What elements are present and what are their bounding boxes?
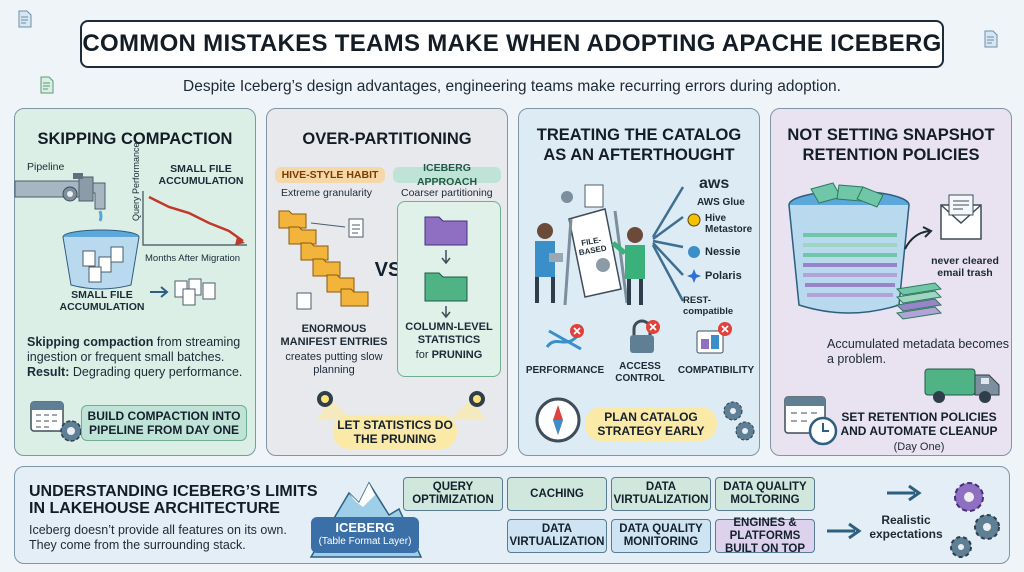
snapshot-description: Accumulated metadata becomes a problem. bbox=[827, 337, 1010, 366]
manifest-subtitle: creates putting slow planning bbox=[285, 351, 383, 376]
tag-hive-style: HIVE-STYLE HABIT bbox=[275, 167, 385, 183]
panel-catalog-afterthought: TREATING THE CATALOG AS AN AFTERTHOUGHT … bbox=[518, 108, 760, 456]
section-desc-line2: They come from the surrounding stack. bbox=[29, 538, 246, 552]
feature-data-quality-monitoring: DATA QUALITY MONITORING bbox=[611, 519, 711, 553]
aws-logo: aws bbox=[699, 175, 730, 192]
panel-title-line1: NOT SETTING SNAPSHOT bbox=[787, 126, 995, 144]
document-icon bbox=[18, 10, 32, 28]
panel-over-partitioning: OVER-PARTITIONING HIVE-STYLE HABIT Extre… bbox=[266, 108, 508, 456]
document-icon bbox=[40, 76, 54, 94]
arrow-curve-icon bbox=[904, 226, 933, 250]
performance-icon bbox=[545, 324, 584, 351]
compaction-description: Skipping compaction from streaming inges… bbox=[27, 335, 241, 364]
feature-query-optimization: QUERY OPTIMIZATION bbox=[403, 477, 503, 511]
iceberg-layer-label: ICEBERG (Table Format Layer) bbox=[311, 517, 419, 553]
document-icon bbox=[984, 30, 998, 48]
tag-iceberg-approach: ICEBERG APPROACH bbox=[393, 162, 501, 188]
compatibility-icon bbox=[696, 322, 732, 354]
spotlight-icon bbox=[451, 391, 485, 419]
panel-title: SKIPPING COMPACTION bbox=[37, 130, 233, 148]
iceberg-limits-section: UNDERSTANDING ICEBERG’S LIMITS IN LAKEHO… bbox=[14, 466, 1010, 564]
action-plan-catalog: PLAN CATALOG STRATEGY EARLY bbox=[585, 407, 717, 441]
arrow-right-icon bbox=[827, 522, 862, 540]
stacked-sheets-icon bbox=[895, 282, 943, 320]
compass-icon bbox=[535, 397, 581, 443]
iceberg-subtitle: Coarser partitioning bbox=[401, 187, 493, 199]
section-title-line2: IN LAKEHOUSE ARCHITECTURE bbox=[29, 500, 280, 517]
polaris-icon bbox=[687, 269, 701, 283]
feature-caching: CACHING bbox=[507, 477, 607, 511]
pipeline-label: Pipeline bbox=[27, 161, 65, 173]
panel-title: OVER-PARTITIONING bbox=[302, 130, 472, 148]
vs-label: VS bbox=[374, 259, 402, 281]
bee-icon bbox=[687, 213, 701, 227]
outcome-label: Realistic expectations bbox=[869, 513, 943, 541]
email-icon bbox=[940, 194, 982, 240]
chart-xlabel: Months After Migration bbox=[145, 253, 241, 264]
panel-skipping-compaction: SKIPPING COMPACTION Pipeline SMALL FILE … bbox=[14, 108, 256, 456]
gears-icon bbox=[950, 482, 1000, 558]
action-let-statistics: LET STATISTICS DO THE PRUNING bbox=[333, 415, 457, 449]
arrow-right-icon bbox=[887, 484, 922, 502]
trash-bin-icon bbox=[788, 182, 910, 314]
folder-green-icon bbox=[424, 272, 468, 302]
feature-data-quality: DATA QUALITY MOLTORING bbox=[715, 477, 815, 511]
arrow-down-icon bbox=[441, 306, 451, 319]
gear-icon bbox=[62, 186, 78, 202]
action-build-compaction: BUILD COMPACTION INTO PIPELINE FROM DAY … bbox=[81, 405, 247, 441]
manifest-title: ENORMOUS MANIFEST ENTRIES bbox=[280, 323, 388, 348]
catalog-rest: REST-compatible bbox=[683, 295, 734, 317]
feature-data-virtualization: DATA VIRTUALIZATION bbox=[611, 477, 711, 511]
files-icon bbox=[174, 278, 216, 306]
spotlight-icon bbox=[317, 391, 351, 419]
lock-icon bbox=[630, 319, 660, 353]
iceberg-title: ICEBERG bbox=[335, 520, 395, 535]
page-title: COMMON MISTAKES TEAMS MAKE WHEN ADOPTING… bbox=[80, 20, 944, 68]
stats-title: COLUMN-LEVEL STATISTICS bbox=[405, 321, 493, 346]
catalog-nessie: Nessie bbox=[705, 246, 741, 258]
compaction-result: Result: Degrading query performance. bbox=[27, 365, 243, 379]
whiteboard-team-illustration bbox=[535, 184, 645, 306]
catalog-hive-metastore: Hive Metastore bbox=[705, 213, 753, 235]
issue-performance: PERFORMANCE bbox=[525, 365, 605, 376]
calendar-icon bbox=[30, 401, 64, 432]
chart-title: SMALL FILE ACCUMULATION bbox=[158, 163, 244, 187]
arrow-right-icon bbox=[150, 286, 169, 298]
bucket-label: SMALL FILE ACCUMULATION bbox=[59, 289, 145, 313]
bucket-icon bbox=[62, 229, 140, 290]
feature-engines-platforms: ENGINES & PLATFORMS BUILT ON TOP bbox=[715, 517, 815, 555]
calendar-clock-icon bbox=[784, 396, 838, 446]
folder-cascade-icon bbox=[278, 210, 369, 310]
catalog-polaris: Polaris bbox=[705, 270, 742, 282]
panel-title-line2: AS AN AFTERTHOUGHT bbox=[543, 146, 735, 164]
section-title-line1: UNDERSTANDING ICEBERG’S LIMITS bbox=[29, 483, 318, 500]
fan-arrows bbox=[651, 186, 685, 302]
folder-purple-icon bbox=[424, 216, 468, 246]
trash-label: never cleared email trash bbox=[931, 255, 999, 279]
hive-subtitle: Extreme granularity bbox=[281, 187, 373, 199]
issue-compatibility: COMPATIBILITY bbox=[677, 365, 755, 376]
panel-snapshot-retention: NOT SETTING SNAPSHOT RETENTION POLICIES … bbox=[770, 108, 1012, 456]
gears-icon bbox=[723, 401, 755, 441]
catalog-aws-glue: AWS Glue bbox=[697, 197, 745, 208]
action-subtitle: (Day One) bbox=[893, 441, 945, 453]
section-desc-line1: Iceberg doesn’t provide all features on … bbox=[29, 523, 287, 537]
feature-data-virtualization-2: DATA VIRTUALIZATION bbox=[507, 519, 607, 553]
panel-title-line1: TREATING THE CATALOG bbox=[536, 126, 742, 144]
nessie-icon bbox=[688, 246, 700, 258]
issue-access-control: ACCESS CONTROL bbox=[615, 361, 665, 384]
garbage-truck-icon bbox=[924, 368, 1000, 403]
stats-subtitle: for PRUNING bbox=[415, 349, 483, 361]
iceberg-subtitle: (Table Format Layer) bbox=[318, 536, 412, 547]
arrow-down-icon bbox=[441, 250, 451, 265]
decline-chart bbox=[142, 191, 247, 246]
panel-title-line2: RETENTION POLICIES bbox=[802, 146, 980, 164]
page-subtitle: Despite Iceberg’s design advantages, eng… bbox=[183, 78, 841, 95]
action-set-retention: SET RETENTION POLICIES AND AUTOMATE CLEA… bbox=[840, 410, 998, 438]
